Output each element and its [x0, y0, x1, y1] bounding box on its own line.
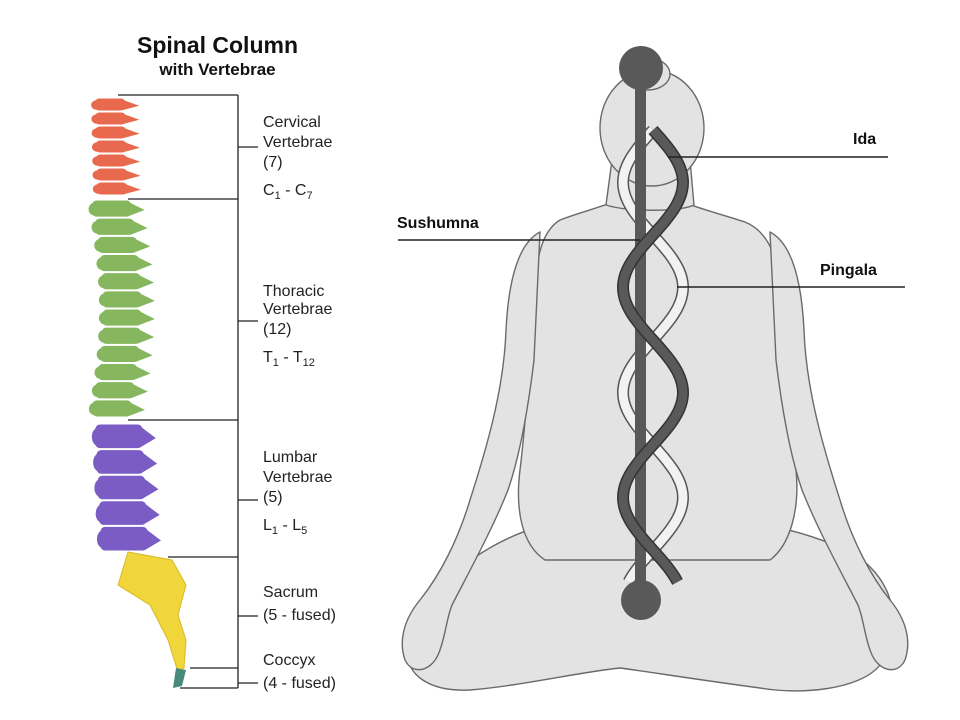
lumbar-transverse [93, 453, 106, 472]
thoracic-transverse [98, 275, 111, 289]
thoracic-process [134, 365, 151, 380]
torso [517, 195, 798, 561]
cervical-process [123, 114, 140, 124]
root-node [621, 580, 661, 620]
cervical-transverse [91, 100, 104, 110]
lumbar-process [143, 502, 160, 525]
thoracic-label: Thoracic Vertebrae (12) T1 - T12 [263, 282, 332, 373]
cervical-process [123, 100, 140, 110]
left-arm [401, 231, 541, 671]
cervical-process [123, 142, 140, 152]
thoracic-transverse [91, 220, 104, 234]
lumbar-range: L1 - L5 [263, 517, 308, 538]
thoracic-process [128, 401, 145, 416]
lumbar-label: Lumbar Vertebrae (5) L1 - L5 [263, 448, 332, 541]
nadi-channels [616, 46, 690, 620]
thoracic-process [138, 329, 155, 344]
thoracic-transverse [91, 384, 104, 398]
thoracic-process [128, 202, 145, 217]
lumbar-transverse [96, 530, 109, 549]
lumbar-transverse [95, 504, 108, 523]
thoracic-process [138, 311, 155, 326]
thoracic-process [138, 274, 155, 289]
ida-label: Ida [853, 131, 877, 148]
thoracic-transverse [88, 202, 101, 216]
lumbar-transverse [94, 479, 107, 497]
cervical-transverse [91, 128, 104, 138]
thoracic-range: T1 - T12 [263, 349, 315, 370]
lumbar-transverse [91, 427, 104, 446]
thoracic-transverse [96, 257, 109, 270]
thoracic-transverse [98, 311, 111, 325]
lumbar-process [139, 426, 156, 448]
region-bracket-lines [118, 94, 258, 689]
cervical-transverse [91, 142, 104, 152]
thoracic-process [131, 383, 148, 398]
thoracic-process [138, 292, 155, 307]
spine-subtitle: with Vertebrae [159, 60, 276, 79]
sacrum-label: Sacrum (5 - fused) [263, 584, 336, 624]
cervical-process [124, 184, 141, 194]
pingala-label: Pingala [820, 262, 877, 279]
thoracic-process [136, 347, 153, 362]
cervical-transverse [92, 184, 105, 194]
lumbar-process [142, 477, 159, 499]
thoracic-transverse [88, 402, 101, 416]
cervical-transverse [92, 170, 105, 180]
cervical-range: C1 - C7 [263, 182, 313, 203]
pingala-channel [618, 126, 688, 585]
thoracic-process [134, 238, 151, 253]
vertebrae-group [88, 98, 187, 688]
cervical-transverse [92, 156, 105, 166]
cervical-process [124, 156, 141, 166]
coccyx-label: Coccyx (4 - fused) [263, 652, 336, 692]
crown-node [619, 46, 663, 90]
thoracic-transverse [94, 239, 107, 252]
thoracic-process [136, 256, 153, 271]
spine-title: Spinal Column [137, 32, 298, 58]
sacrum-shape [117, 551, 187, 673]
thoracic-process [131, 220, 148, 235]
thoracic-transverse [96, 348, 109, 361]
lumbar-process [144, 528, 161, 550]
cervical-transverse [91, 114, 104, 124]
cervical-process [123, 128, 140, 138]
coccyx-shape [173, 668, 186, 688]
thoracic-transverse [94, 366, 107, 379]
thoracic-transverse [98, 329, 111, 343]
cervical-process [124, 170, 141, 180]
thoracic-transverse [98, 293, 111, 307]
label-leader-lines [398, 156, 905, 288]
sushumna-label: Sushumna [397, 215, 479, 232]
lumbar-process [141, 451, 158, 474]
right-arm [769, 231, 909, 671]
cervical-label: Cervical Vertebrae (7) C1 - C7 [263, 113, 332, 206]
